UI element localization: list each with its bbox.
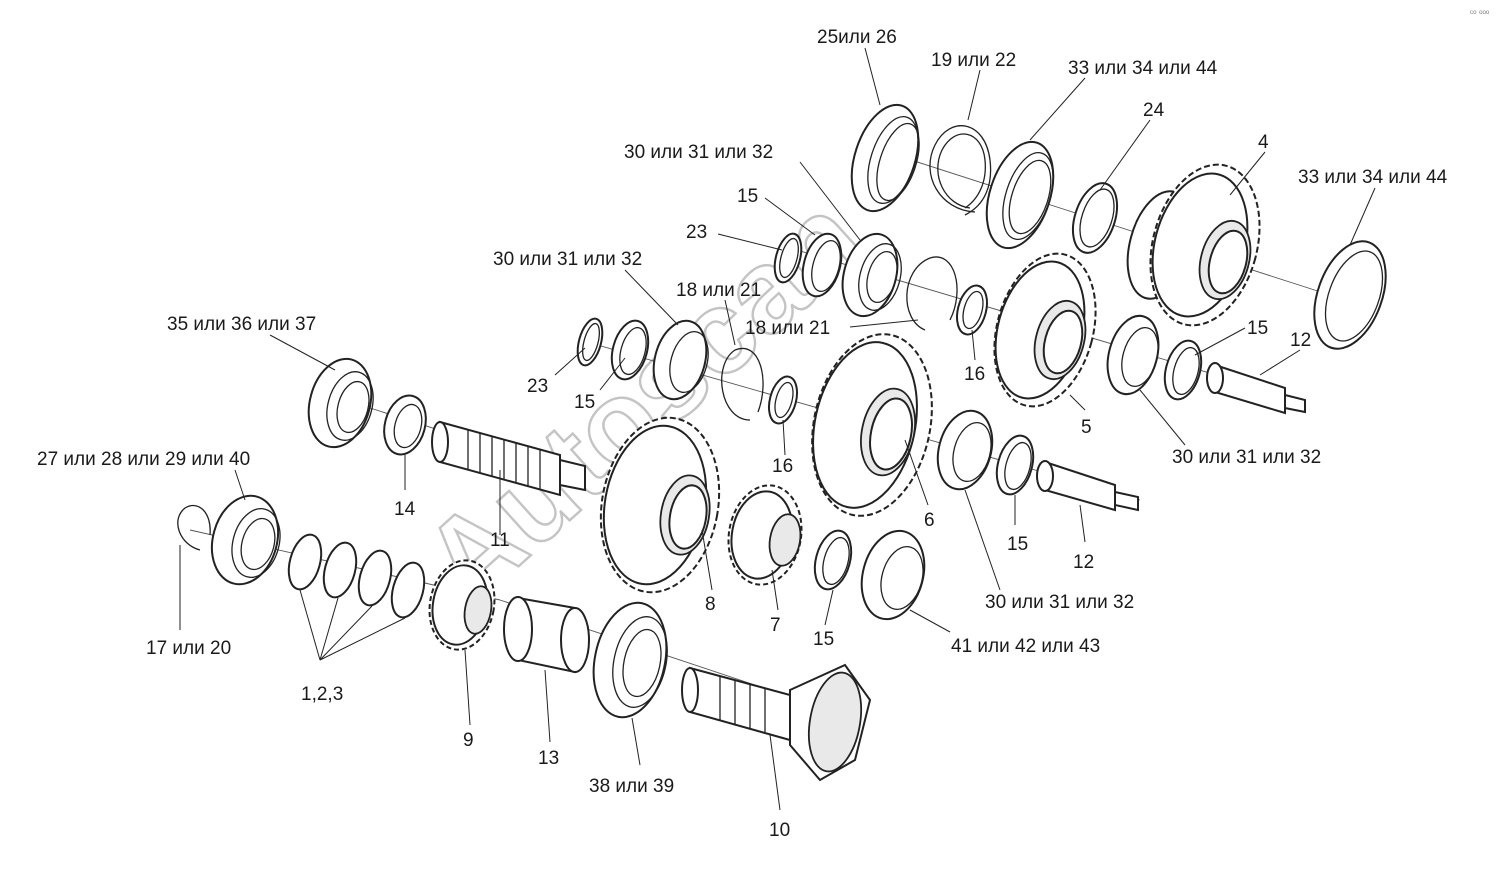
spacer-15-mid xyxy=(610,319,650,381)
snap-ring-18-21-upper xyxy=(906,256,958,331)
callout-label: 25или 26 xyxy=(817,27,897,48)
callout-label: 23 xyxy=(686,222,707,243)
callout-label: 14 xyxy=(394,499,416,520)
callout-label: 33 или 34 или 44 xyxy=(1068,58,1218,79)
sleeve-13 xyxy=(503,596,590,674)
seal-25-26 xyxy=(850,103,920,213)
ring-16-upper xyxy=(956,284,988,336)
ring-23-mid xyxy=(576,317,604,367)
spacer-15-right xyxy=(1163,339,1203,401)
callout-label: 30 или 31 или 32 xyxy=(493,249,642,270)
callout-label: 12 xyxy=(1290,330,1311,351)
callout-label: 18 или 21 xyxy=(745,318,830,339)
leader-lines xyxy=(179,47,1376,811)
ring-23-top xyxy=(773,232,803,284)
callout-label: 12 xyxy=(1073,552,1094,573)
gear-5 xyxy=(993,252,1097,408)
callout-label: 11 xyxy=(490,530,510,551)
bearing-33-34-44-top xyxy=(985,140,1055,250)
callout-label: 35 или 36 или 37 xyxy=(167,314,316,335)
callout-label: 9 xyxy=(463,730,474,751)
callout-label: 23 xyxy=(527,376,548,397)
gear-9 xyxy=(428,559,496,651)
callout-label: 16 xyxy=(964,364,985,385)
spacer-15-lower-right xyxy=(995,434,1035,496)
washer-24 xyxy=(1071,182,1119,254)
callout-label: 15 xyxy=(1247,318,1268,339)
bearing-30-31-32-top xyxy=(841,232,902,318)
callout-label: 10 xyxy=(769,820,790,841)
callout-label: 1,2,3 xyxy=(301,684,343,705)
shims-1-2-3 xyxy=(287,533,426,619)
ring-16-lower xyxy=(767,375,799,425)
gear-4 xyxy=(1126,163,1261,327)
callout-label: 13 xyxy=(538,748,559,769)
callout-label: 15 xyxy=(1007,534,1028,555)
corner-mark: ᶜᵒ ᵒᵒᵒ xyxy=(1470,8,1490,18)
callout-label: 8 xyxy=(705,594,716,615)
callout-label: 24 xyxy=(1143,100,1165,121)
shaft-11 xyxy=(431,420,586,497)
callout-label: 6 xyxy=(924,510,935,531)
shaft-12-upper xyxy=(1206,362,1306,415)
callout-label: 4 xyxy=(1258,132,1269,153)
callout-label: 27 или 28 или 29 или 40 xyxy=(37,449,250,470)
bearing-30-31-32-lower xyxy=(936,409,994,491)
callout-label: 7 xyxy=(770,615,781,636)
snap-ring-19-22 xyxy=(929,125,992,216)
callout-label: 15 xyxy=(813,629,834,650)
callout-label: 15 xyxy=(574,392,595,413)
callout-label: 30 или 31 или 32 xyxy=(624,142,773,163)
bearing-30-31-32-mid xyxy=(652,319,709,401)
callout-label: 16 xyxy=(772,456,793,477)
spacer-14 xyxy=(383,394,427,456)
bearing-27-28-29-40 xyxy=(210,494,281,586)
callout-labels: 25или 26 19 или 22 33 или 34 или 44 24 4… xyxy=(37,27,1448,841)
gear-7 xyxy=(727,484,803,586)
gear-6 xyxy=(811,333,933,517)
shaft-12-lower xyxy=(1036,460,1139,512)
callout-label: 19 или 22 xyxy=(931,50,1016,71)
bearing-35-36-37 xyxy=(307,357,374,449)
snap-ring-18-21-lower xyxy=(721,347,764,421)
callout-label: 30 или 31 или 32 xyxy=(985,592,1134,613)
spacer-15-top xyxy=(801,232,843,298)
gear-8 xyxy=(599,416,721,594)
callout-label: 18 или 21 xyxy=(676,280,761,301)
callout-label: 33 или 34 или 44 xyxy=(1298,167,1448,188)
bearing-33-34-44-right xyxy=(1313,240,1387,350)
bevel-pinion-shaft-10 xyxy=(681,663,872,782)
bearing-38-39 xyxy=(592,601,668,719)
spacer-15-lower xyxy=(813,529,853,591)
bearing-41-42-43 xyxy=(860,529,926,621)
callout-label: 41 или 42 или 43 xyxy=(951,636,1100,657)
bearing-30-31-32-right xyxy=(1106,314,1160,396)
callout-label: 5 xyxy=(1081,417,1092,438)
snap-ring-17-20 xyxy=(177,504,211,551)
callout-label: 30 или 31 или 32 xyxy=(1172,447,1321,468)
callout-label: 38 или 39 xyxy=(589,776,674,797)
callout-label: 15 xyxy=(737,186,758,207)
callout-label: 17 или 20 xyxy=(146,638,231,659)
